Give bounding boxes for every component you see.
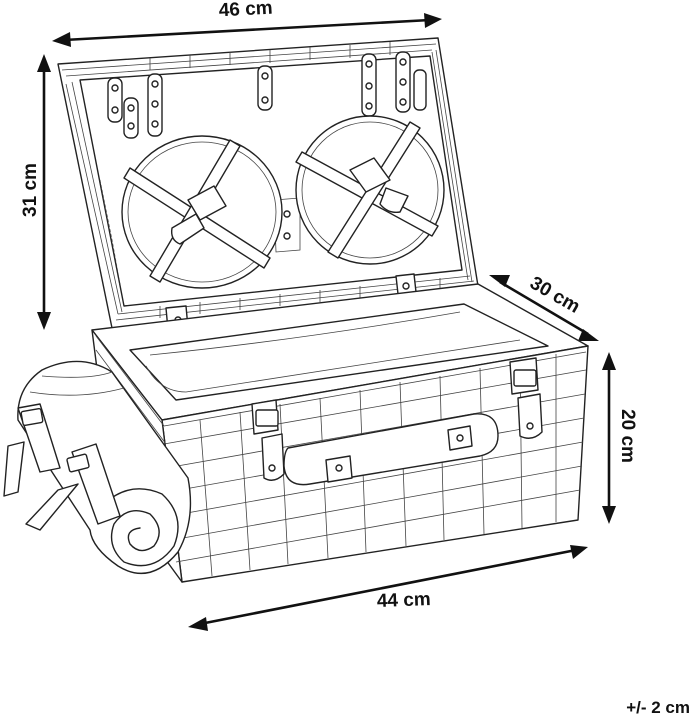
label-base-width: 44 cm (377, 589, 432, 612)
dimension-arrow-lid-height (37, 54, 51, 330)
strap-left (251, 399, 285, 481)
dimension-arrow-height (602, 352, 616, 524)
rolled-blanket (3, 360, 192, 575)
label-lid-width: 46 cm (218, 0, 273, 21)
strap-right (509, 357, 543, 439)
dimension-arrow-lid-width (52, 13, 442, 47)
handle (283, 413, 499, 486)
plate-left (121, 135, 283, 289)
tolerance-note: +/- 2 cm (626, 698, 690, 717)
label-height: 20 cm (617, 409, 638, 463)
plate-right (295, 115, 445, 265)
lid-clip-right (361, 51, 427, 117)
label-lid-height: 31 cm (20, 163, 41, 217)
lid-clip-center (257, 65, 273, 111)
dimension-arrow-depth (489, 275, 599, 341)
dimension-arrow-base-width (188, 545, 588, 631)
label-depth: 30 cm (526, 273, 583, 318)
basket-lid (57, 37, 479, 329)
lid-clip-left (107, 73, 163, 139)
